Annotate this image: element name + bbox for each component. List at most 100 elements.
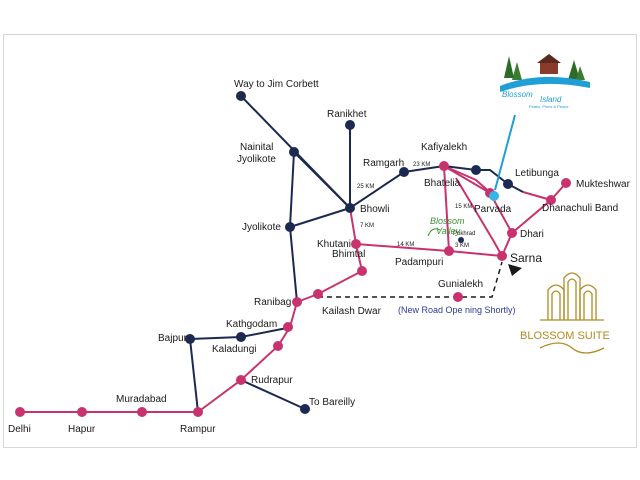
water-swoosh-icon — [500, 76, 590, 92]
label-kathgodam: Kathgodam — [226, 319, 277, 330]
label-sarna: Sarna — [510, 251, 542, 265]
node-kathgodam-pink — [283, 322, 293, 332]
node-kailash-dwar — [313, 289, 323, 299]
label-jim-corbett: Way to Jim Corbett — [234, 79, 319, 90]
suite-building-icon — [547, 284, 565, 320]
label-letibunga: Letibunga — [515, 168, 559, 179]
blossom-valley-line2: Valley — [436, 226, 461, 236]
label-mukteshwar: Mukteshwar — [576, 179, 631, 190]
blossom-valley-line1: Blossom — [430, 216, 465, 226]
node-padampuri — [444, 246, 454, 256]
node-rudrapur — [236, 375, 246, 385]
label-rampur: Rampur — [180, 424, 216, 435]
new-road-arrowhead — [508, 264, 522, 276]
blossom-island-line2: Island — [540, 95, 562, 104]
label-kaladungi: Kaladungi — [212, 344, 256, 355]
label-delhi: Delhi — [8, 424, 31, 435]
blossom-island-tagline: Peaks, Pines & Peace — [529, 104, 569, 109]
node-mukteshwar — [561, 178, 571, 188]
node-muradabad — [137, 407, 147, 417]
node-gunialekh — [453, 292, 463, 302]
label-dhari: Dhari — [520, 229, 544, 240]
route-rudrapur-bareilly — [240, 379, 306, 410]
tree-icon — [576, 66, 585, 80]
node-parvada — [489, 191, 499, 201]
label-ranikhet: Ranikhet — [327, 109, 367, 120]
distance-ramgarh-kafiyalekh: 23 KM — [413, 162, 430, 168]
node-nainital — [289, 147, 299, 157]
nodes — [15, 91, 571, 417]
label-bhimtal: Bhimtal — [332, 249, 365, 260]
node-ranibag — [292, 297, 302, 307]
blossom-island-pointer — [494, 114, 516, 191]
node-jim-corbett — [236, 91, 246, 101]
route-nainital-bhowli — [289, 151, 352, 228]
node-ranikhet — [345, 120, 355, 130]
label-nainital-1: Nainital — [240, 142, 273, 153]
node-dhari — [507, 228, 517, 238]
route-ranibag-bhimtal — [296, 243, 364, 303]
node-rampur — [193, 407, 203, 417]
label-muradabad: Muradabad — [116, 394, 167, 405]
blossom-suite-text: BLOSSOM SUITE — [520, 330, 610, 342]
label-parvada: Parvada — [474, 204, 512, 215]
label-kafiyalekh: Kafiyalekh — [421, 142, 467, 153]
suite-building-icon — [579, 284, 597, 320]
label-pokhrad: Pokhrad — [453, 231, 475, 237]
blossom-suite-logo — [539, 272, 605, 354]
node-jyolikote — [285, 222, 295, 232]
new-road-note: (New Road Ope ning Shortly) — [398, 305, 516, 315]
label-bhatelia: Bhatelia — [424, 178, 461, 189]
node-hapur — [77, 407, 87, 417]
distance-khutani-padampuri: 14 KM — [397, 242, 414, 248]
cottage-icon — [540, 62, 558, 74]
label-nainital-2: Jyolikote — [237, 154, 276, 165]
distance-pokhrad-padampuri: 3 KM — [455, 243, 469, 249]
node-ramgarh — [399, 167, 409, 177]
node-kafiyalekh-east-2 — [503, 179, 513, 189]
label-jyolikote: Jyolikote — [242, 222, 281, 233]
suite-building-icon — [583, 290, 593, 320]
node-to-bareilly — [300, 404, 310, 414]
node-kafiyalekh-east-1 — [471, 165, 481, 175]
label-gunialekh: Gunialekh — [438, 279, 483, 290]
node-kafiyalekh — [439, 161, 449, 171]
node-delhi — [15, 407, 25, 417]
route-kafiyalekh-sarna — [455, 177, 503, 257]
node-sarna — [497, 251, 507, 261]
suite-building-icon — [551, 290, 561, 320]
routes — [20, 95, 567, 413]
suite-building-icon — [563, 272, 581, 320]
label-bhowli: Bhowli — [360, 204, 389, 215]
label-rudrapur: Rudrapur — [251, 375, 293, 386]
new-road-dashed — [318, 261, 503, 298]
node-kaladungi — [273, 341, 283, 351]
tree-icon — [568, 60, 580, 80]
label-hapur: Hapur — [68, 424, 96, 435]
node-bhowli — [345, 203, 355, 213]
label-khutani: Khutani — [317, 239, 351, 250]
route-bajpur-rampur — [189, 338, 199, 413]
label-to-bareilly: To Bareilly — [309, 397, 355, 408]
node-pokhrad — [458, 237, 464, 243]
route-khutani-bhowli — [349, 207, 357, 245]
cottage-roof-icon — [537, 54, 561, 63]
label-dhanachuli-band: Dhanachuli Band — [542, 203, 618, 214]
node-kathgodam — [236, 332, 246, 342]
route-khutani-sarna — [355, 243, 503, 257]
route-kafiyalekh-letibunga — [443, 165, 524, 193]
blossom-island-line1: Blossom — [502, 90, 533, 99]
label-ramgarh: Ramgarh — [363, 158, 404, 169]
distance-bhowli-khutani: 7 KM — [360, 223, 374, 229]
blossom-valley-logo: Blossom Valley — [427, 216, 465, 237]
blossom-island-logo: Blossom Island Peaks, Pines & Peace — [496, 48, 594, 110]
label-ranibag: Ranibag — [254, 297, 291, 308]
distance-kafiyalekh-pokhrad: 15 KM — [455, 204, 472, 210]
node-bajpur — [185, 334, 195, 344]
label-padampuri: Padampuri — [395, 257, 443, 268]
tree-icon — [512, 62, 522, 80]
label-bajpur: Bajpur — [158, 333, 188, 344]
node-khutani — [351, 239, 361, 249]
